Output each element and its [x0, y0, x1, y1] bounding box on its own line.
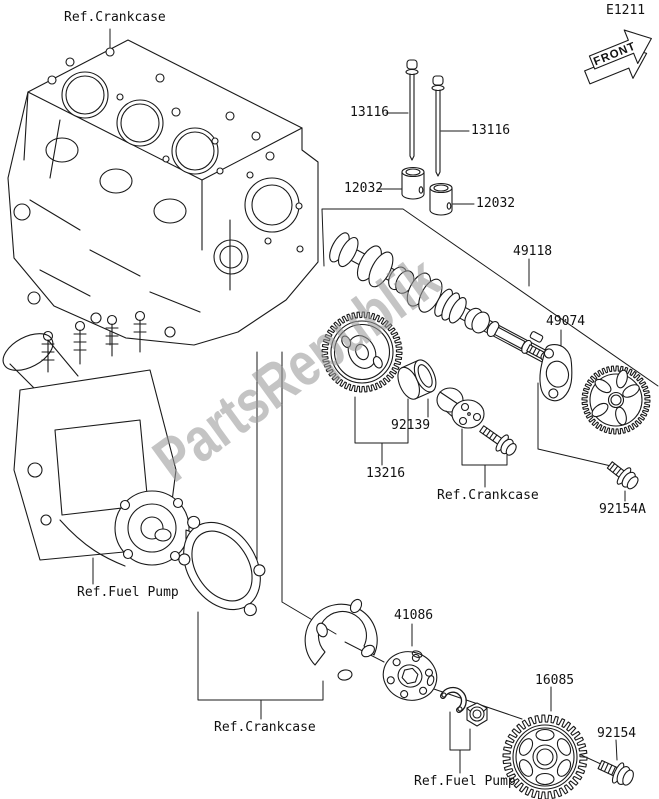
pushrod-right-drawing [432, 76, 444, 176]
callout-ref-crankcase-mid: Ref.Crankcase [437, 488, 539, 503]
callout-ref-fuel-pump-bottom: Ref.Fuel Pump [414, 774, 516, 789]
callout-92154a: 92154A [599, 502, 646, 517]
injector-stacks [42, 312, 146, 373]
camshaft-drawing [324, 227, 556, 374]
tappet-left-drawing [402, 168, 424, 200]
plate-drawing [377, 643, 444, 707]
callout-13216: 13216 [366, 466, 406, 481]
callout-ref-crankcase-bottom: Ref.Crankcase [214, 720, 316, 735]
circlip-drawing [442, 690, 464, 711]
callout-49074: 49074 [546, 314, 586, 329]
callout-ref-fuel-pump-left: Ref.Fuel Pump [77, 585, 179, 600]
callout-12032-left: 12032 [344, 181, 384, 196]
callout-16085: 16085 [535, 673, 575, 688]
callout-92139: 92139 [391, 418, 431, 433]
deck-bolt-holes [48, 48, 274, 174]
bushing-drawing [394, 357, 441, 403]
bolt-a-drawing [604, 457, 642, 493]
bolt-mid-drawing [476, 421, 520, 460]
crankcase-drawing [8, 40, 318, 345]
pushrod-left-drawing [406, 60, 418, 160]
callout-12032-right: 12032 [476, 196, 516, 211]
gasket-oval-drawing [162, 499, 283, 634]
callout-41086: 41086 [394, 608, 434, 623]
bolt-drawing [595, 755, 636, 790]
cam-gear-right-drawing [582, 366, 650, 434]
callout-92154: 92154 [597, 726, 637, 741]
fuel-gear-drawing [503, 715, 587, 799]
front-arrow: FRONT [576, 22, 659, 94]
page-code: E1211 [606, 3, 646, 18]
callout-49118: 49118 [513, 244, 553, 259]
governor-weight-drawing [437, 388, 484, 428]
nut-drawing [467, 703, 487, 726]
cam-gasket-drawing [533, 341, 579, 403]
gasket-crescent-drawing [305, 597, 377, 681]
fuel-pump-drawing [0, 312, 210, 567]
callout-ref-crankcase-top: Ref.Crankcase [64, 10, 166, 25]
cam-gear-left-drawing [322, 312, 402, 392]
callout-13116-left: 13116 [350, 105, 390, 120]
callout-13116-right: 13116 [471, 123, 511, 138]
tappet-right-drawing [430, 184, 452, 216]
